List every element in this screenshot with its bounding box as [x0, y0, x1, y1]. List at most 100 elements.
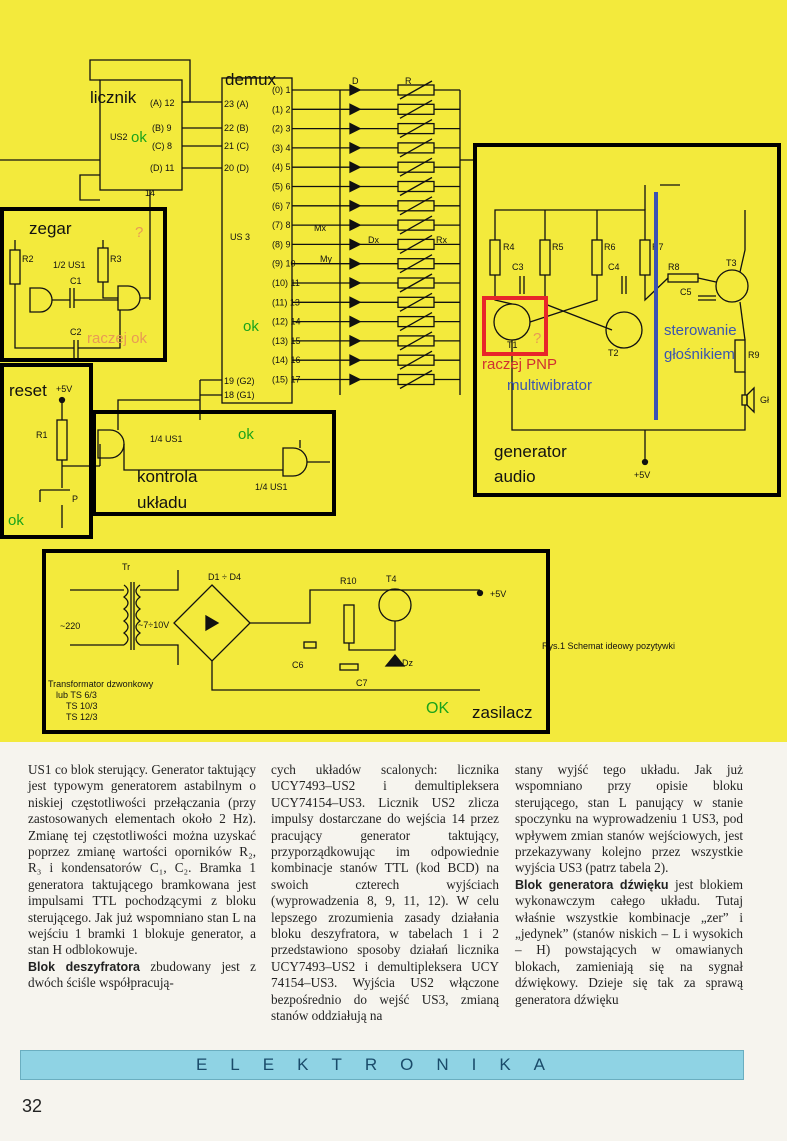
label-generator: generator	[494, 442, 567, 461]
label-multiwibrator: multiwibrator	[507, 377, 593, 394]
speaker-label: Gł	[760, 395, 769, 405]
output-resistor-arrow	[399, 369, 433, 390]
us3-output-pin-label: (1) 2	[272, 104, 291, 114]
output-resistor-arrow	[399, 138, 433, 158]
output-diode	[349, 238, 362, 251]
label-ukladu: układu	[137, 493, 188, 512]
r8-label: R8	[668, 262, 680, 272]
c5-label: C5	[680, 287, 692, 297]
us2-chip	[99, 79, 183, 191]
article-column-1: US1 co blok sterujący. Generator taktują…	[28, 762, 256, 992]
resistor-rx-label: Rx	[436, 235, 447, 245]
r5-label: R5	[552, 242, 564, 252]
c6-label: C6	[292, 660, 304, 670]
v220-label: ~220	[60, 621, 80, 631]
us3-output-pin-label: (0) 1	[272, 85, 291, 95]
label-sterowanie: sterowanie	[664, 322, 737, 339]
us3-in-b: 22 (B)	[224, 123, 249, 133]
label-reset: reset	[9, 381, 47, 400]
output-resistor-arrow	[399, 273, 433, 293]
c1-label: C1	[70, 276, 82, 286]
us3-output-rows: (0) 1(1) 2(2) 3(3) 4(4) 5(5) 6(6) 7(7) 8…	[272, 80, 460, 390]
bold-lead: Blok generatora dźwięku	[515, 877, 669, 892]
us3-in-d: 20 (D)	[224, 163, 249, 173]
v710-label: ~7÷10V	[138, 620, 169, 630]
output-resistor-arrow	[399, 254, 433, 274]
page-number: 32	[22, 1096, 43, 1116]
us3-output-pin-label: (5) 6	[272, 182, 291, 192]
label-question-t1: ?	[533, 330, 542, 347]
us3-output-pin-label: (11) 13	[272, 297, 300, 307]
circuit-schematic: US2 (A) 12 (B) 9 (C) 8 (D) 11 14 US 3 23…	[0, 0, 787, 742]
col3-para-2: Blok generatora dźwięku jest blokiem wyk…	[515, 876, 743, 1007]
label-ok-reset: ok	[8, 512, 24, 529]
label-glosnikiem: głośnikiem	[664, 346, 735, 363]
us2-pin-a: (A) 12	[150, 98, 175, 108]
magazine-banner: ELEKTRONIKA	[20, 1050, 744, 1080]
c7-label: C7	[356, 678, 368, 688]
us3-in-c: 21 (C)	[224, 141, 249, 151]
label-kontrola: kontrola	[137, 467, 198, 486]
us3-output-pin-label: (13) 15	[272, 336, 301, 346]
output-diode	[349, 315, 362, 328]
us1-quarter-b: 1/4 US1	[255, 482, 288, 492]
my-label: My	[320, 254, 332, 264]
label-raczej-pnp: raczej PNP	[482, 356, 558, 373]
col1-para-2: Blok deszyfratora zbudowany jest z dwóch…	[28, 958, 256, 991]
output-diode	[349, 296, 362, 309]
us3-in-a: 23 (A)	[224, 99, 249, 109]
output-resistor-arrow	[399, 119, 433, 139]
plus5v-audio: +5V	[634, 470, 650, 480]
figure-caption: Rys.1 Schemat ideowy pozytywki	[542, 641, 675, 651]
output-diode	[349, 373, 362, 386]
transformer-ts10: TS 10/3	[66, 701, 98, 711]
banner-text: ELEKTRONIKA	[195, 1055, 569, 1074]
t3-label: T3	[726, 258, 737, 268]
us3-output-pin-label: (10) 11	[272, 278, 300, 288]
r1-label: R1	[36, 430, 48, 440]
us2-pin-c: (C) 8	[152, 141, 172, 151]
plus5v-reset: +5V	[56, 384, 72, 394]
us3-output-pin-label: (7) 8	[272, 220, 291, 230]
transformer-ts6: lub TS 6/3	[56, 690, 97, 700]
col2-para-1: cych układów scalonych: licznika UCY7493…	[271, 762, 499, 1024]
plus5v-supply: +5V	[490, 589, 506, 599]
article-column-2: cych układów scalonych: licznika UCY7493…	[271, 762, 499, 1025]
c4-label: C4	[608, 262, 620, 272]
output-resistor-arrow	[399, 99, 433, 119]
label-zegar: zegar	[29, 219, 72, 238]
label-ok-us2: ok	[131, 129, 147, 146]
label-question-zegar: ?	[135, 224, 144, 241]
article-column-3: stany wyjść tego układu. Jak już wspomni…	[515, 762, 743, 1008]
us3-output-pin-label: (3) 4	[272, 143, 291, 153]
col1-para-1: US1 co blok sterujący. Generator taktują…	[28, 762, 256, 958]
diode-dx-label: Dx	[368, 235, 379, 245]
output-resistor-arrow	[399, 157, 433, 177]
t2-label: T2	[608, 348, 619, 358]
us2-pin-d: (D) 11	[150, 163, 174, 173]
output-resistor-arrow	[399, 350, 433, 370]
r6-label: R6	[604, 242, 616, 252]
output-diode	[349, 334, 362, 347]
r2-label: R2	[22, 254, 34, 264]
zasilacz-box	[42, 549, 550, 734]
us3-output-pin-label: (9) 10	[272, 259, 296, 269]
transformer-note: Transformator dzwonkowy	[48, 679, 154, 689]
bold-lead: Blok deszyfratora	[28, 959, 140, 974]
us2-pin-b: (B) 9	[152, 123, 172, 133]
t1-highlight-box	[482, 296, 548, 356]
us3-g1: 18 (G1)	[224, 390, 255, 400]
r3-label: R3	[110, 254, 122, 264]
label-licznik: licznik	[90, 88, 137, 107]
output-diode	[349, 257, 362, 270]
us3-output-pin-label: (2) 3	[272, 124, 291, 134]
us3-output-pin-label: (8) 9	[272, 239, 291, 249]
output-diode	[349, 83, 362, 97]
output-resistor-arrow	[399, 176, 433, 197]
output-diode	[349, 141, 362, 154]
label-zasilacz: zasilacz	[472, 703, 533, 722]
output-resistor-arrow	[399, 215, 433, 235]
diode-d-label: D	[352, 76, 359, 86]
generator-box	[473, 143, 781, 497]
us3-output-pin-label: (6) 7	[272, 201, 291, 211]
